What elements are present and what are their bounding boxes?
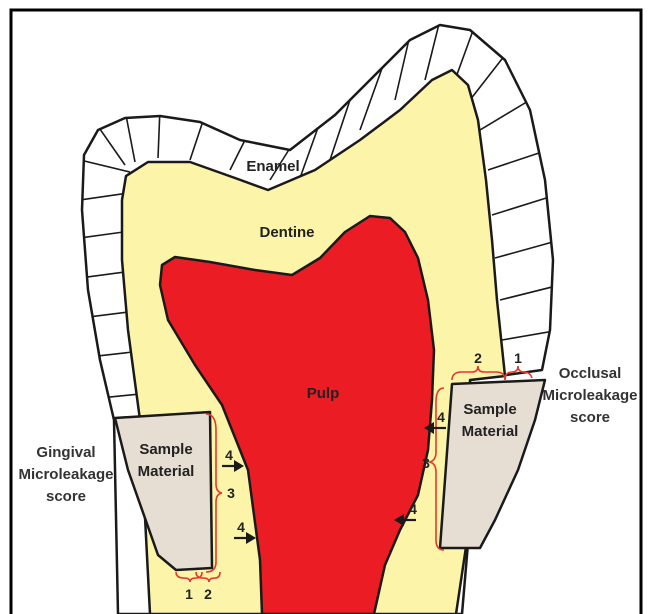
score-right-side-3: 3 [422,455,430,471]
left-sample-label-line1: Sample [139,441,192,458]
dentine-label: Dentine [259,224,314,241]
score-left-bottom-2: 2 [204,586,212,602]
pulp-label: Pulp [307,385,340,402]
score-left-bottom-1: 1 [185,586,193,602]
right-sample-label-line2: Material [462,423,519,440]
score-left-side-3: 3 [227,485,235,501]
right-sample-label-line1: Sample [463,401,516,418]
score-right-top-2: 2 [474,350,482,366]
occlusal-label-line3: score [570,409,610,426]
gingival-label-line3: score [46,488,86,505]
score-right-arrow-lower-4: 4 [409,501,417,517]
score-left-arrow-upper-4: 4 [225,447,233,463]
score-right-arrow-upper-4: 4 [437,409,445,425]
score-left-arrow-lower-4: 4 [237,519,245,535]
occlusal-label-line2: Microleakage [542,387,637,404]
gingival-label-line2: Microleakage [18,466,113,483]
gingival-label-line1: Gingival [36,444,95,461]
score-right-top-1: 1 [514,350,522,366]
enamel-label: Enamel [246,158,299,175]
left-sample-label-line2: Material [138,463,195,480]
occlusal-label-line1: Occlusal [559,365,622,382]
